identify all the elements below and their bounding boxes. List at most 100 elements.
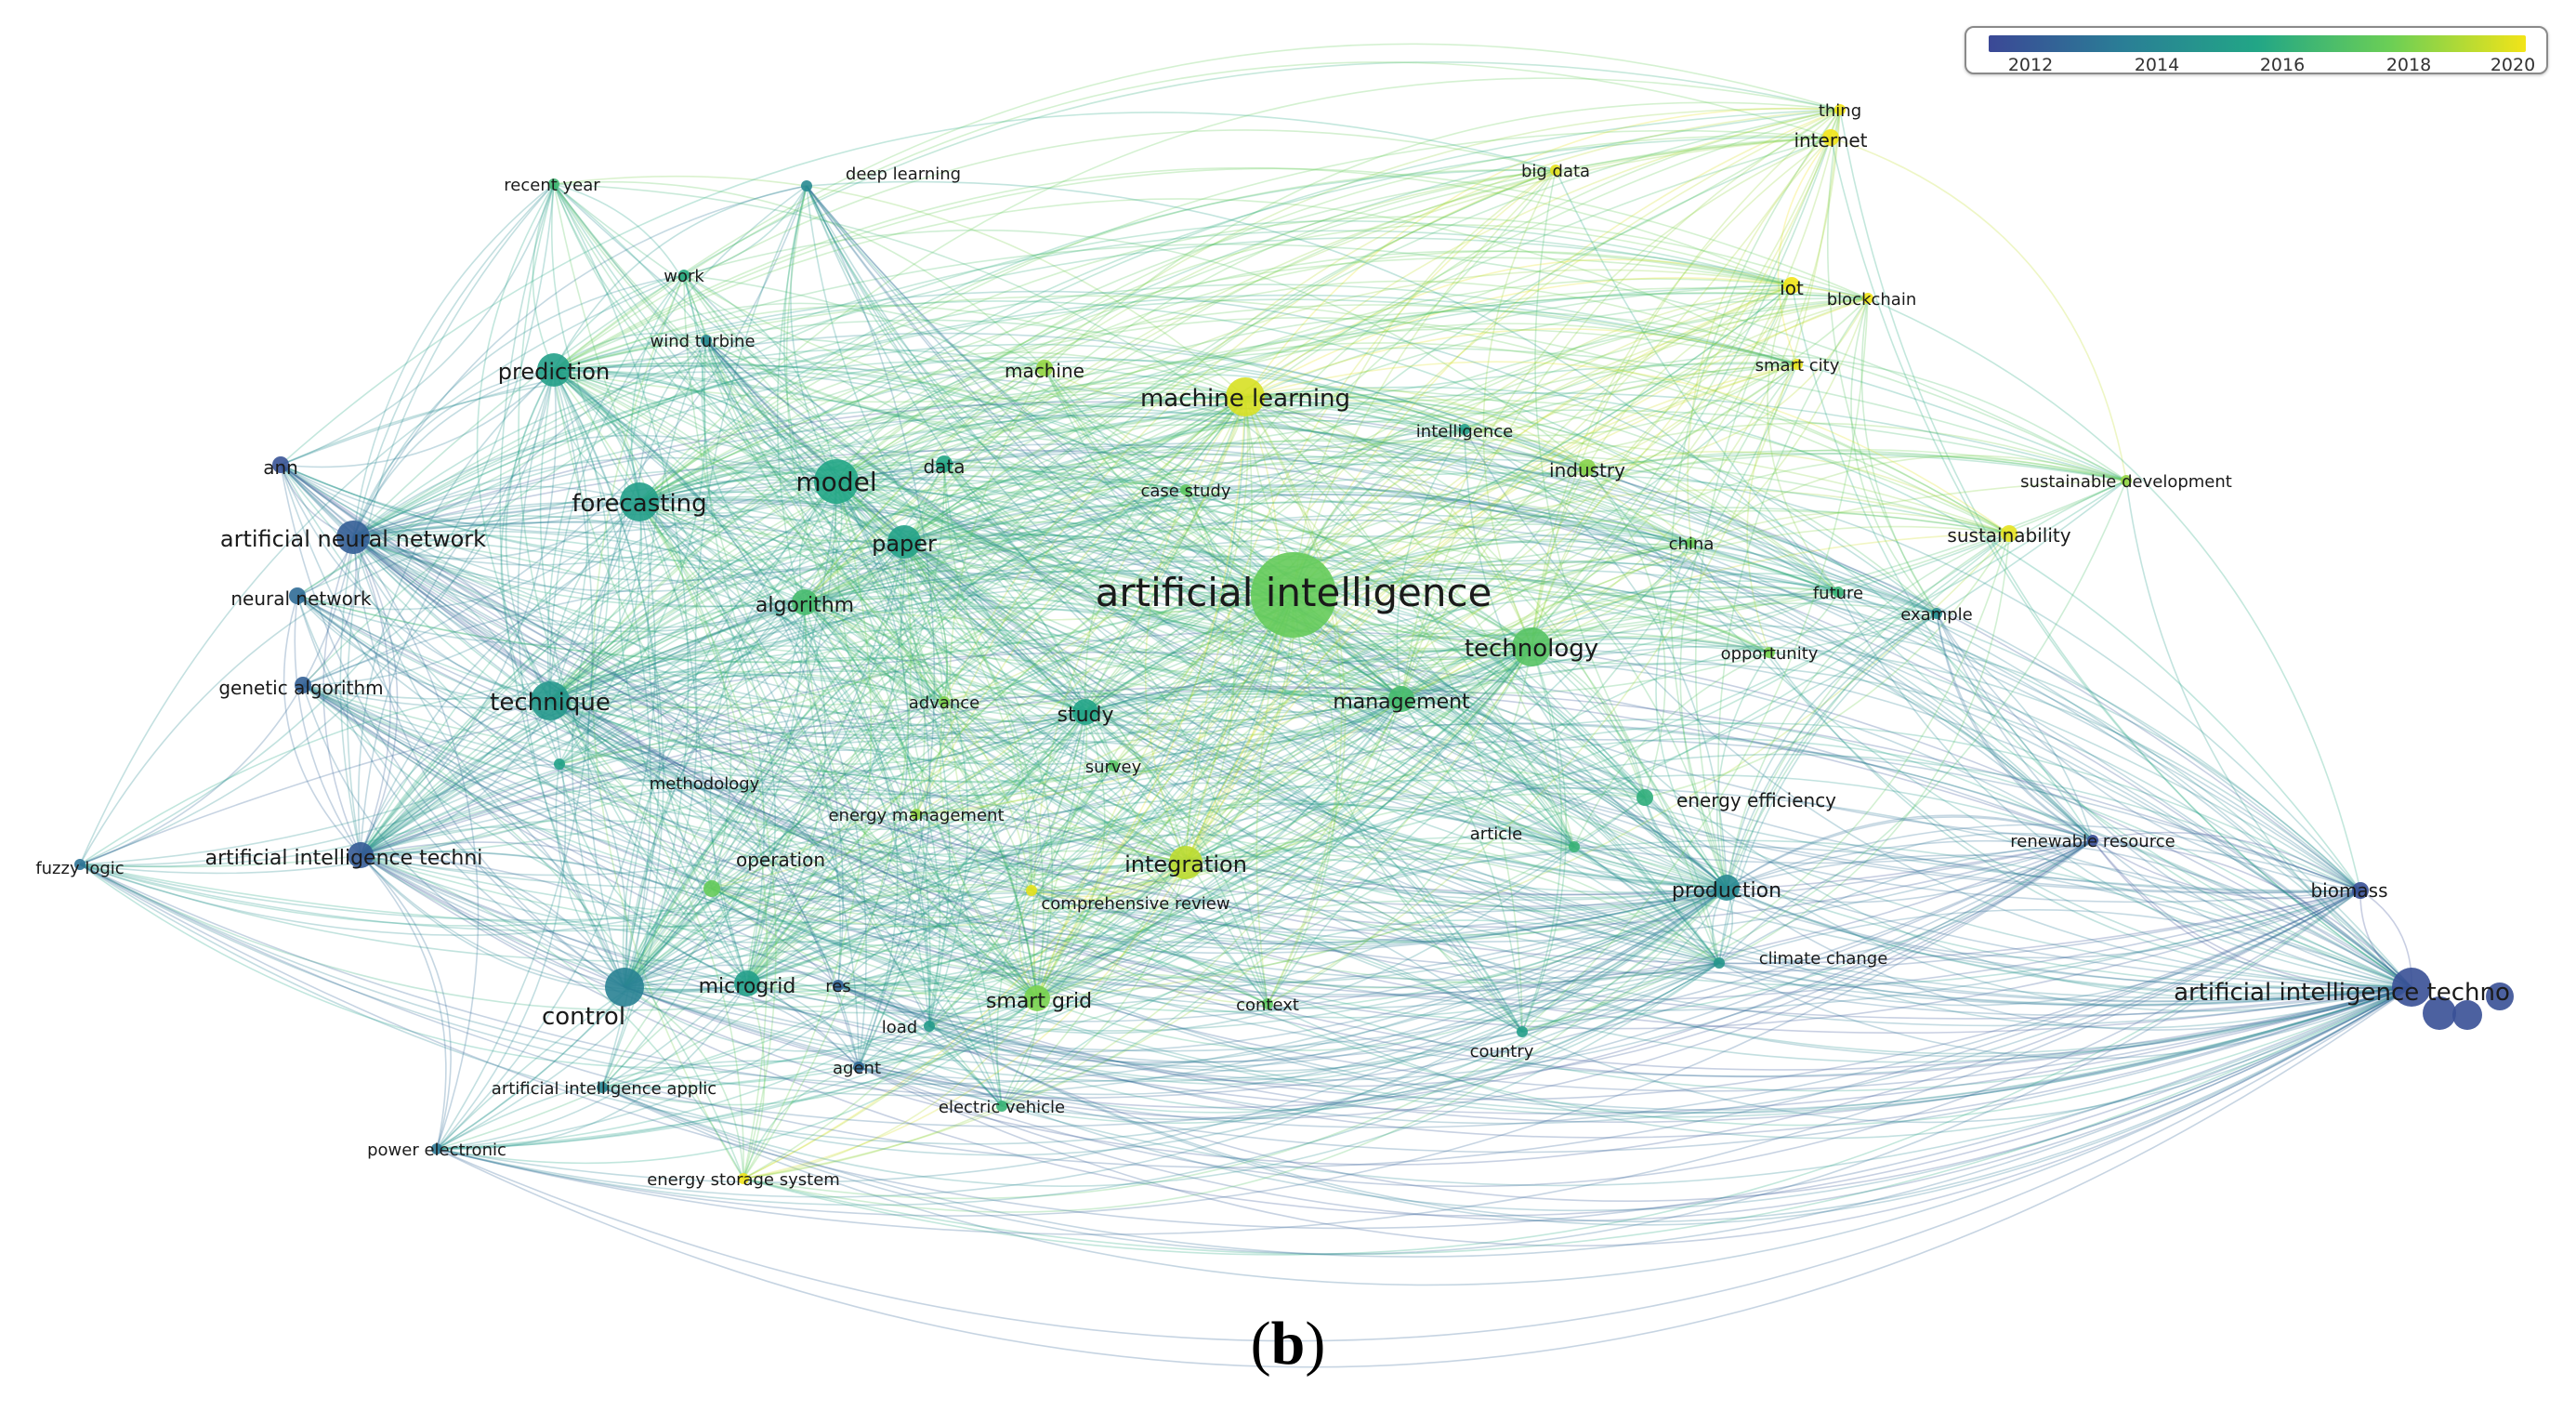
keyword-node[interactable] xyxy=(853,1062,864,1073)
keyword-node[interactable] xyxy=(1169,846,1203,879)
keyword-node[interactable] xyxy=(548,178,559,190)
network-edge xyxy=(1144,396,1246,864)
keyword-node[interactable] xyxy=(936,455,953,472)
network-edge xyxy=(804,601,2412,1063)
keyword-node[interactable] xyxy=(2001,525,2017,542)
keyword-node[interactable] xyxy=(289,587,306,604)
network-edge xyxy=(553,369,1523,1033)
keyword-node[interactable] xyxy=(74,859,85,870)
keyword-node[interactable] xyxy=(1517,1026,1528,1037)
network-edge xyxy=(1185,489,1532,648)
keyword-node[interactable] xyxy=(1686,537,1697,548)
network-edge xyxy=(296,595,1720,1009)
network-edge xyxy=(352,536,551,702)
keyword-node[interactable] xyxy=(996,1101,1007,1112)
keyword-node[interactable] xyxy=(348,842,374,868)
keyword-node[interactable] xyxy=(833,980,844,991)
keyword-node[interactable] xyxy=(1636,789,1653,806)
keyword-node[interactable] xyxy=(597,1082,608,1093)
keyword-node[interactable] xyxy=(1569,841,1580,852)
keyword-node[interactable] xyxy=(1262,998,1273,1009)
keyword-node[interactable] xyxy=(1180,484,1191,495)
keyword-node[interactable] xyxy=(2423,996,2456,1030)
keyword-node[interactable] xyxy=(1714,875,1740,901)
network-edge xyxy=(553,363,1532,648)
network-edge xyxy=(743,890,2361,1256)
keyword-node[interactable] xyxy=(734,970,760,996)
keyword-node[interactable] xyxy=(2352,882,2369,899)
keyword-node[interactable] xyxy=(1822,129,1839,146)
keyword-node[interactable] xyxy=(1783,277,1800,294)
network-edge xyxy=(79,480,2127,928)
network-edge xyxy=(280,464,1728,931)
keyword-node[interactable] xyxy=(2121,475,2132,486)
network-edge xyxy=(360,695,1646,856)
keyword-node[interactable] xyxy=(801,180,812,191)
network-edge xyxy=(360,369,558,856)
keyword-node[interactable] xyxy=(1579,459,1596,476)
keyword-node[interactable] xyxy=(703,880,720,897)
keyword-node[interactable] xyxy=(678,270,690,281)
keyword-node[interactable] xyxy=(1072,699,1098,725)
network-edge xyxy=(1293,594,2412,996)
keyword-node[interactable] xyxy=(792,589,818,615)
keyword-node[interactable] xyxy=(1108,760,1119,771)
network-edge xyxy=(553,369,769,1180)
keyword-node[interactable] xyxy=(1251,552,1336,638)
keyword-node[interactable] xyxy=(1026,885,1037,896)
network-edge xyxy=(903,541,2412,1002)
keyword-label: data xyxy=(923,455,965,478)
keyword-node[interactable] xyxy=(2392,968,2431,1007)
keyword-node[interactable] xyxy=(295,677,311,693)
keyword-node[interactable] xyxy=(1764,647,1775,658)
network-edge xyxy=(638,501,860,1068)
keyword-node[interactable] xyxy=(1714,957,1725,969)
keyword-node[interactable] xyxy=(605,968,644,1007)
keyword-node[interactable] xyxy=(554,758,565,770)
keyword-node[interactable] xyxy=(620,482,659,521)
keyword-node[interactable] xyxy=(2452,1000,2482,1030)
network-edge xyxy=(1244,396,1347,1005)
keyword-node[interactable] xyxy=(1226,377,1265,416)
keyword-node[interactable] xyxy=(924,1021,935,1032)
keyword-node[interactable] xyxy=(738,1173,749,1184)
keyword-node[interactable] xyxy=(1931,608,1942,619)
network-edge xyxy=(280,464,1187,869)
keyword-label: blockchain xyxy=(1827,290,1917,310)
keyword-node[interactable] xyxy=(939,696,950,707)
keyword-node[interactable] xyxy=(814,459,859,504)
keyword-node[interactable] xyxy=(1024,985,1050,1011)
network-edge xyxy=(553,243,2127,481)
network-edge xyxy=(776,185,1038,999)
keyword-node[interactable] xyxy=(1834,104,1846,115)
keyword-node[interactable] xyxy=(1512,627,1551,666)
keyword-node[interactable] xyxy=(537,353,571,387)
network-edge xyxy=(705,339,2412,1007)
network-edge xyxy=(280,464,1187,571)
network-edge xyxy=(549,485,1187,702)
keyword-node[interactable] xyxy=(1862,293,1873,304)
keyword-node[interactable] xyxy=(701,335,712,346)
network-edge xyxy=(743,711,1086,1180)
network-edge xyxy=(804,601,1038,999)
network-edge xyxy=(837,839,2094,1088)
keyword-node[interactable] xyxy=(1550,165,1561,176)
keyword-node[interactable] xyxy=(431,1143,442,1154)
keyword-node[interactable] xyxy=(1833,587,1844,598)
network-edge xyxy=(601,363,1798,1088)
keyword-node[interactable] xyxy=(887,525,921,559)
keyword-node[interactable] xyxy=(1036,360,1053,376)
keyword-node[interactable] xyxy=(531,681,570,720)
network-edge xyxy=(549,367,1045,702)
network-edge xyxy=(683,274,1086,713)
keyword-node[interactable] xyxy=(1388,686,1414,712)
keyword-node[interactable] xyxy=(272,456,289,473)
keyword-node[interactable] xyxy=(1792,359,1803,370)
network-edge xyxy=(638,501,1086,713)
keyword-node[interactable] xyxy=(1459,424,1470,435)
keyword-label: genetic algorithm xyxy=(218,677,383,699)
keyword-node[interactable] xyxy=(911,809,922,820)
keyword-node[interactable] xyxy=(336,521,370,554)
keyword-node[interactable] xyxy=(2486,982,2514,1010)
keyword-node[interactable] xyxy=(2087,835,2098,846)
